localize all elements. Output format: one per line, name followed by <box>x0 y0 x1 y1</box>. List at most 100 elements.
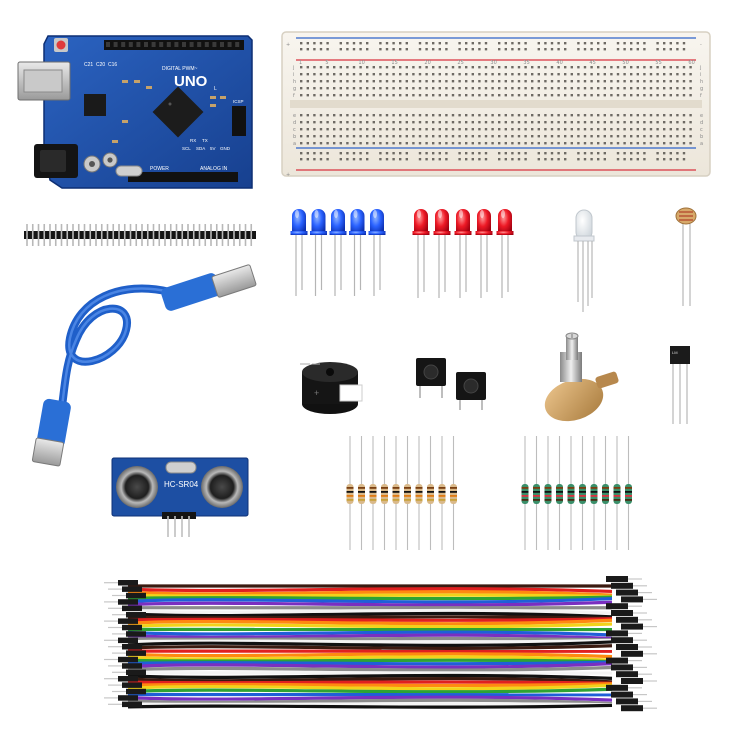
power-header-label: POWER <box>150 166 169 172</box>
wire-connector-left <box>118 599 138 605</box>
green-resistor <box>521 436 529 550</box>
jumper-wire <box>127 673 613 680</box>
wire-connector-right <box>606 657 628 664</box>
bus-label: GND <box>220 146 231 151</box>
analog-header-label: ANALOG IN <box>200 166 228 172</box>
beige-resistor <box>450 436 457 550</box>
green-resistor <box>579 436 586 550</box>
breadboard-row-letter: c <box>700 127 703 133</box>
beige-resistor <box>415 436 423 550</box>
green-resistor <box>590 436 598 550</box>
potentiometer <box>544 332 619 422</box>
wire-connector-right <box>616 589 638 596</box>
jumper-wire <box>127 638 613 644</box>
jumper-wire <box>127 630 613 637</box>
wire-connector-left <box>118 637 138 644</box>
jumper-wire <box>127 644 613 650</box>
rail-sign-minus: - <box>700 42 702 48</box>
wire-connector-left <box>122 682 142 688</box>
wire-connector-left <box>118 580 138 586</box>
usb-b-connector <box>31 398 71 467</box>
wire-connector-left <box>126 631 146 637</box>
jumper-wire <box>127 660 613 666</box>
red-led <box>454 209 472 298</box>
jumper-wire <box>127 636 613 642</box>
breadboard-column-number: 40 <box>556 60 562 66</box>
beige-resistor <box>392 436 400 550</box>
wire-connector-right <box>616 644 638 650</box>
rgb-led <box>573 209 595 312</box>
jumper-wire <box>127 665 613 672</box>
jumper-wire <box>127 611 613 619</box>
usb-cable <box>31 264 257 467</box>
wire-connector-right <box>606 630 628 637</box>
jumper-wire <box>127 595 613 601</box>
jumper-wire <box>127 633 613 641</box>
jumper-wire <box>127 590 613 597</box>
jumper-wire <box>127 640 613 647</box>
breadboard-row-letter: a <box>700 141 703 147</box>
breadboard-row-letter: a <box>293 141 296 147</box>
red-led <box>412 209 430 298</box>
jumper-wire <box>127 702 613 707</box>
beige-resistor <box>346 436 354 550</box>
breadboard-row-letter: g <box>700 86 703 92</box>
beige-resistor <box>427 436 434 550</box>
breadboard-row-letter: g <box>293 86 296 92</box>
jumper-wire <box>127 662 613 669</box>
icsp-label: ICSP <box>233 99 244 104</box>
breadboard-row-letter: j <box>292 65 294 71</box>
blue-led <box>310 209 327 296</box>
red-led <box>496 209 514 298</box>
breadboard-column-number: 50 <box>622 60 628 66</box>
sensor-model-label: HC-SR04 <box>164 480 199 489</box>
tx-label: TX <box>202 138 208 143</box>
breadboard-row-letter: b <box>700 134 703 140</box>
jumper-wire-bundle <box>104 576 657 712</box>
jumper-wire <box>127 680 613 685</box>
wire-connector-left <box>122 644 142 650</box>
push-button-1 <box>416 358 446 398</box>
green-resistors <box>521 436 632 550</box>
reset-button-icon <box>56 40 66 50</box>
wire-connector-right <box>616 671 638 678</box>
red-led <box>433 209 451 298</box>
bus-label: 5V <box>210 146 216 151</box>
breadboard-row-letter: c <box>293 127 296 133</box>
jumper-wire <box>127 695 613 702</box>
bus-label: SDA <box>196 146 205 151</box>
arduino-uno-board: UNO DIGITAL PWM~ POWER ANALOG IN C21 C20… <box>17 35 253 189</box>
breadboard-row-letter: f <box>700 93 702 99</box>
microcontroller-chip <box>152 86 204 138</box>
green-resistor <box>567 436 575 550</box>
wire-connector-left <box>122 586 142 592</box>
breadboard-column-number: 1 <box>299 60 302 66</box>
breadboard-row-letter: i <box>293 72 294 78</box>
wire-connector-right <box>621 650 643 657</box>
jumper-wire <box>127 608 613 615</box>
usb-chip <box>84 94 106 116</box>
digital-header <box>104 40 244 50</box>
green-resistor <box>544 436 552 550</box>
rail-sign-plus-bottom: + <box>286 172 290 178</box>
breadboard-column-number: 55 <box>655 60 661 66</box>
blue-led <box>368 209 386 296</box>
cap-label: C16 <box>108 62 117 68</box>
breadboard-holes <box>300 42 692 161</box>
cap-label: C20 <box>96 62 105 68</box>
wire-connector-right <box>621 678 643 684</box>
wire-connector-right <box>611 582 633 589</box>
breadboard-row-letter: d <box>700 120 703 126</box>
jumper-wire <box>127 600 613 607</box>
red-leds <box>412 209 514 298</box>
blue-led <box>349 209 366 296</box>
jumper-wire <box>127 618 613 626</box>
wire-connector-left <box>126 612 146 618</box>
wire-connector-right <box>616 698 638 705</box>
wire-connector-right <box>611 691 633 698</box>
breadboard-row-letter: j <box>699 65 701 71</box>
rail-sign-plus: + <box>286 42 290 48</box>
